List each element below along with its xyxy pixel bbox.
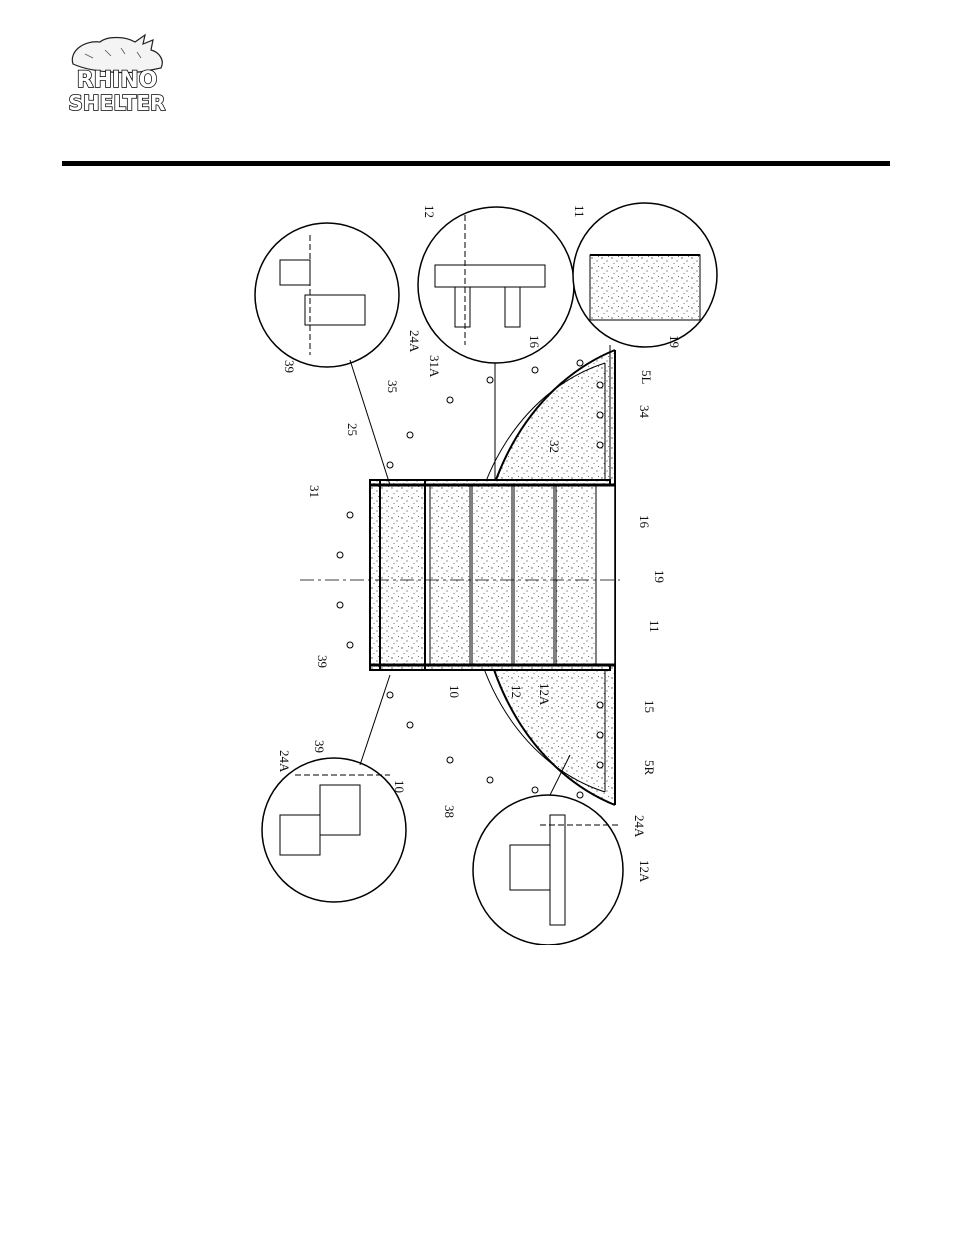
callout-11b: 11 — [647, 620, 662, 633]
callout-24a-b: 24A — [277, 750, 292, 773]
brand-line1: RHINO — [77, 68, 158, 93]
callout-34: 34 — [637, 405, 652, 419]
callout-5r: 5R — [642, 760, 657, 776]
callout-39c: 39 — [312, 740, 327, 753]
callout-39a: 39 — [282, 360, 297, 373]
callout-31a: 31A — [427, 355, 442, 378]
callout-39b: 39 — [315, 655, 330, 668]
callout-31: 31 — [307, 485, 322, 498]
callout-38: 38 — [442, 805, 457, 818]
brand-line2: SHELTER — [69, 91, 166, 115]
callout-5l: 5L — [639, 370, 654, 385]
callout-35: 35 — [385, 380, 400, 393]
callout-12a: 12A — [537, 683, 552, 706]
rhino-shelter-logo: RHINO SHELTER — [55, 30, 180, 115]
callout-10b: 10 — [392, 780, 407, 793]
callout-12: 12 — [422, 205, 437, 218]
callout-16: 16 — [527, 335, 542, 349]
callout-10: 10 — [447, 685, 462, 698]
callout-16b: 16 — [637, 515, 652, 529]
callout-25: 25 — [345, 423, 360, 436]
callout-11: 11 — [572, 205, 587, 218]
callout-15: 15 — [642, 700, 657, 713]
callout-24a-c: 24A — [632, 815, 647, 838]
callout-19b: 19 — [652, 570, 667, 583]
callout-12b: 12 — [509, 685, 524, 698]
rhino-icon — [72, 35, 162, 72]
shelter-floor-plan-drawing: 12 11 24A 16 19 31A 35 5L 34 25 39 31 32… — [240, 185, 730, 945]
header-rule — [62, 161, 890, 166]
callout-32: 32 — [547, 440, 562, 453]
floor-frame — [370, 480, 615, 670]
callout-12a-b: 12A — [637, 860, 652, 883]
callout-19: 19 — [667, 335, 682, 348]
callout-24a: 24A — [407, 330, 422, 353]
